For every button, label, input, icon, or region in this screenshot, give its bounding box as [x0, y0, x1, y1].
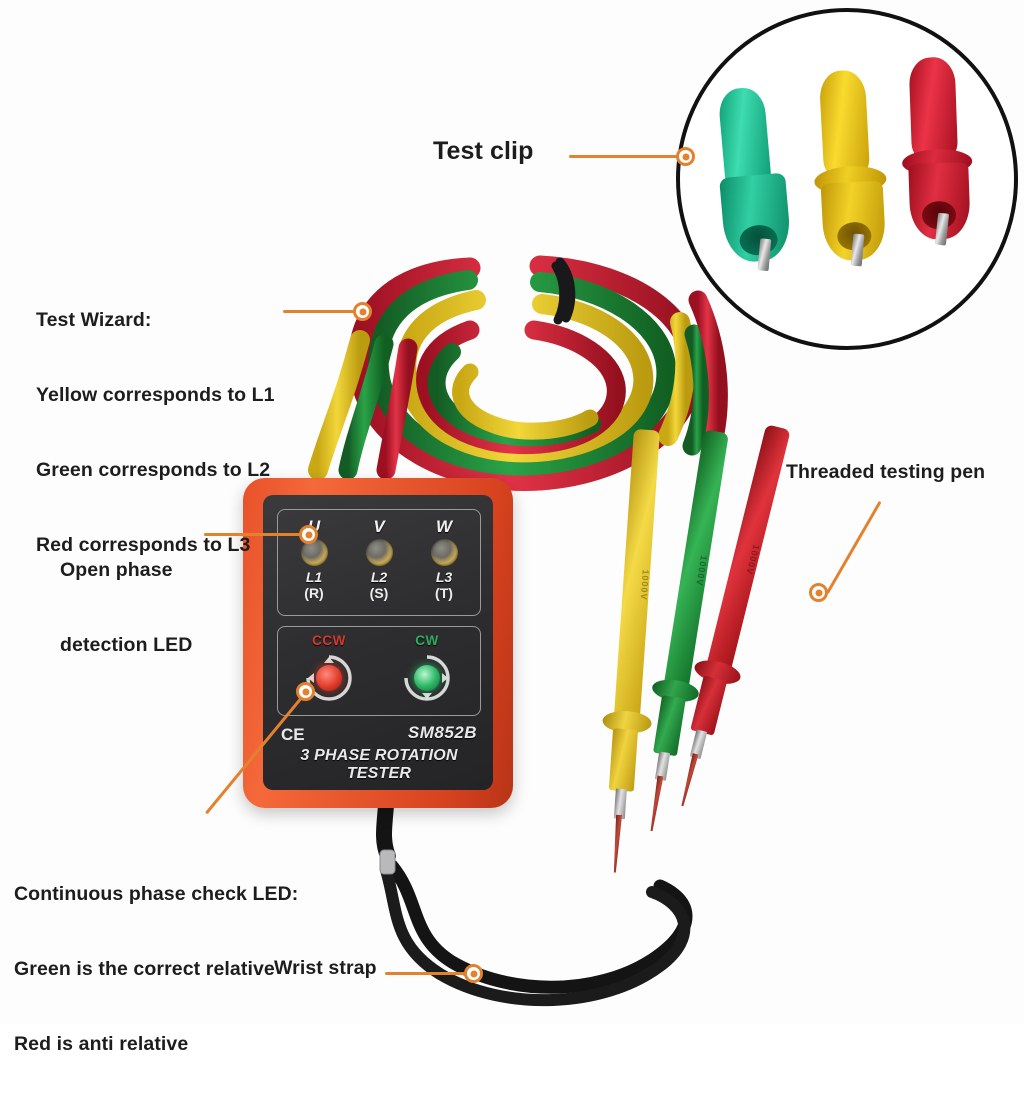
callout-dot-wrist-strap — [464, 964, 483, 983]
leader-test-clip — [569, 155, 689, 158]
probe-tip — [680, 753, 699, 807]
rotation-column-ccw: CCW — [286, 633, 372, 704]
phase-terminal-r: (R) — [304, 585, 324, 601]
phase-led-w — [430, 539, 458, 566]
probe-marking: 1000V — [638, 569, 651, 601]
callout-test-wizard-line-2: Yellow corresponds to L1 — [36, 384, 275, 406]
probe-neck — [690, 675, 728, 736]
phase-line-l1: L1 — [305, 569, 323, 585]
callout-wrist-strap: Wrist strap — [274, 957, 377, 979]
cw-arrow-icon — [404, 655, 450, 701]
rotation-led-ccw — [316, 665, 342, 691]
rotation-column-cw: CW — [384, 633, 470, 704]
callout-continuous-phase-line-2: Green is the correct relative — [14, 958, 275, 980]
rotation-label-ccw: CCW — [312, 633, 346, 648]
callout-continuous-phase-line-1: Continuous phase check LED: — [14, 883, 299, 905]
callout-dot-test-clip — [676, 147, 695, 166]
product-name: 3 PHASE ROTATION TESTER — [300, 747, 458, 782]
callout-dot-open-phase — [299, 525, 318, 544]
callout-test-wizard: Test Wizard: Yellow corresponds to L1 Gr… — [36, 258, 275, 608]
phase-terminal-t: (T) — [435, 585, 453, 601]
rotation-indicator-panel: CCW CW — [277, 626, 481, 716]
ce-mark: CE — [281, 725, 305, 744]
phase-column-w: W L3 (T) — [414, 518, 474, 601]
leader-test-wizard — [283, 310, 361, 313]
strap-ferrule — [379, 849, 396, 875]
test-clip-inset — [676, 8, 1018, 350]
rotation-led-cw — [414, 665, 440, 691]
clip-red — [895, 55, 994, 258]
callout-continuous-phase-led: Continuous phase check LED: Green is the… — [14, 832, 298, 1107]
callout-test-wizard-line-4: Red corresponds to L3 — [36, 534, 251, 556]
product-annotation-image: U L1 (R) V L2 (S) W L3 (T) — [0, 0, 1024, 1024]
phase-line-l3: L3 — [435, 569, 453, 585]
rotation-label-cw: CW — [415, 633, 439, 648]
callout-threaded-testing-pen: Threaded testing pen — [786, 461, 986, 483]
callout-test-clip: Test clip — [433, 137, 534, 165]
clip-green — [703, 83, 812, 290]
leader-open-phase — [204, 533, 307, 536]
phase-terminal-s: (S) — [369, 585, 389, 601]
probe-tip — [612, 815, 622, 873]
callout-dot-threaded-pen — [809, 583, 828, 602]
phase-led-v — [365, 539, 393, 566]
cable-tie — [551, 257, 576, 325]
leader-threaded-pen — [825, 500, 882, 594]
meter-faceplate: U L1 (R) V L2 (S) W L3 (T) — [263, 495, 493, 790]
phase-line-l2: L2 — [370, 569, 388, 585]
probe-metal-collar — [613, 788, 627, 820]
callout-test-wizard-line-3: Green corresponds to L2 — [36, 459, 271, 481]
callout-open-phase-led: Open phase detection LED — [60, 508, 192, 708]
phase-letter-w: W — [435, 517, 453, 536]
callout-open-phase-line-2: detection LED — [60, 634, 193, 656]
rotation-ring-cw — [401, 652, 453, 704]
leader-wrist-strap — [385, 972, 470, 975]
callout-open-phase-line-1: Open phase — [60, 559, 173, 581]
callout-dot-continuous-phase — [296, 682, 315, 701]
model-number: SM852B — [407, 723, 477, 742]
rotation-tester-body: U L1 (R) V L2 (S) W L3 (T) — [243, 478, 513, 808]
callout-continuous-phase-line-3: Red is anti relative — [14, 1033, 189, 1055]
callout-test-wizard-line-1: Test Wizard: — [36, 309, 152, 331]
phase-letter-v: V — [373, 517, 385, 536]
callout-dot-test-wizard — [353, 302, 372, 321]
phase-column-v: V L2 (S) — [349, 518, 409, 601]
clip-yellow — [805, 68, 908, 278]
